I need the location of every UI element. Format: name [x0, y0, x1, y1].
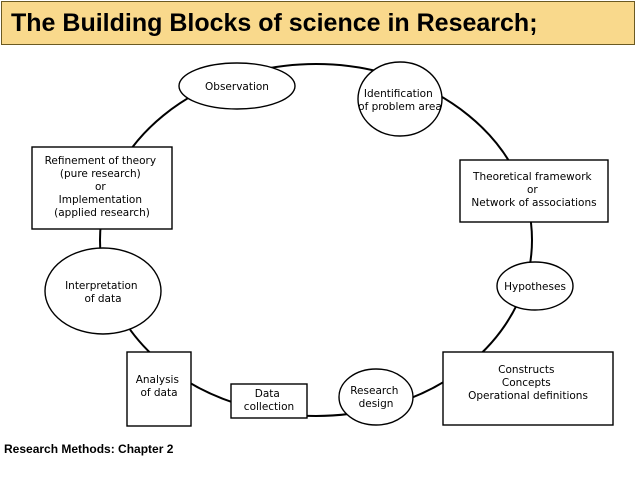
node-observation-label: Observation: [205, 81, 269, 93]
node-data-collection-line-2: collection: [244, 401, 294, 413]
node-refinement-line-3: or: [95, 181, 106, 193]
node-research-design-shape: [338, 368, 414, 426]
node-refinement-shape: [31, 146, 173, 230]
node-analysis: Analysis of data: [126, 351, 192, 427]
node-refinement: Refinement of theory (pure research) or …: [31, 146, 173, 230]
node-theoretical-framework-line-3: Network of associations: [471, 197, 596, 209]
node-data-collection: Data collection: [230, 383, 308, 419]
node-constructs: Constructs Concepts Operational definiti…: [442, 351, 614, 426]
node-analysis-line-1: Analysis: [136, 374, 179, 386]
node-identification: Identification of problem area: [357, 61, 443, 137]
node-research-design-line-1: Research: [350, 385, 398, 397]
node-analysis-label: Analysis of data: [136, 374, 183, 399]
node-constructs-line-3: Operational definitions: [468, 390, 588, 402]
node-research-design: Research design: [338, 368, 414, 426]
node-theoretical-framework-shape: [459, 159, 609, 223]
node-constructs-shape: [442, 351, 614, 426]
cycle-ring: [99, 63, 533, 417]
node-refinement-line-2: (pure research): [60, 168, 141, 180]
node-constructs-line-2: Concepts: [502, 377, 551, 389]
node-theoretical-framework-line-1: Theoretical framework: [472, 171, 592, 183]
node-theoretical-framework-label: Theoretical framework or Network of asso…: [471, 171, 596, 209]
node-interpretation-line-1: Interpretation: [65, 280, 138, 292]
node-data-collection-line-1: Data: [255, 388, 280, 400]
node-hypotheses: Hypotheses: [496, 261, 574, 311]
node-interpretation-line-2: of data: [84, 293, 121, 305]
node-constructs-label: Constructs Concepts Operational definiti…: [468, 364, 588, 402]
node-observation: Observation: [178, 62, 296, 110]
node-research-design-line-2: design: [359, 398, 394, 410]
node-interpretation-label: Interpretation of data: [65, 280, 141, 305]
node-refinement-line-5: (applied research): [54, 207, 150, 219]
node-observation-shape: [178, 62, 296, 110]
node-identification-line-2: of problem area: [358, 101, 442, 113]
node-theoretical-framework-line-2: or: [527, 184, 538, 196]
node-hypotheses-line-1: Hypotheses: [504, 281, 566, 293]
node-refinement-line-1: Refinement of theory: [45, 155, 156, 167]
node-interpretation-shape: [44, 247, 162, 335]
footer-caption: Research Methods: Chapter 2: [4, 442, 174, 456]
slide-title: The Building Blocks of science in Resear…: [11, 9, 538, 37]
node-hypotheses-shape: [496, 261, 574, 311]
node-identification-label: Identification of problem area: [358, 88, 442, 113]
node-identification-shape: [357, 61, 443, 137]
node-identification-line-1: Identification: [364, 88, 433, 100]
node-observation-line-1: Observation: [205, 81, 269, 93]
node-constructs-line-1: Constructs: [498, 364, 554, 376]
node-hypotheses-label: Hypotheses: [504, 281, 566, 293]
node-refinement-line-4: Implementation: [59, 194, 142, 206]
node-research-design-label: Research design: [350, 385, 402, 410]
node-data-collection-label: Data collection: [244, 388, 294, 413]
node-refinement-label: Refinement of theory (pure research) or …: [45, 155, 160, 219]
node-analysis-line-2: of data: [140, 387, 177, 399]
title-banner: The Building Blocks of science in Resear…: [1, 1, 635, 45]
node-analysis-shape: [126, 351, 192, 427]
node-theoretical-framework: Theoretical framework or Network of asso…: [459, 159, 609, 223]
node-interpretation: Interpretation of data: [44, 247, 162, 335]
node-data-collection-shape: [230, 383, 308, 419]
